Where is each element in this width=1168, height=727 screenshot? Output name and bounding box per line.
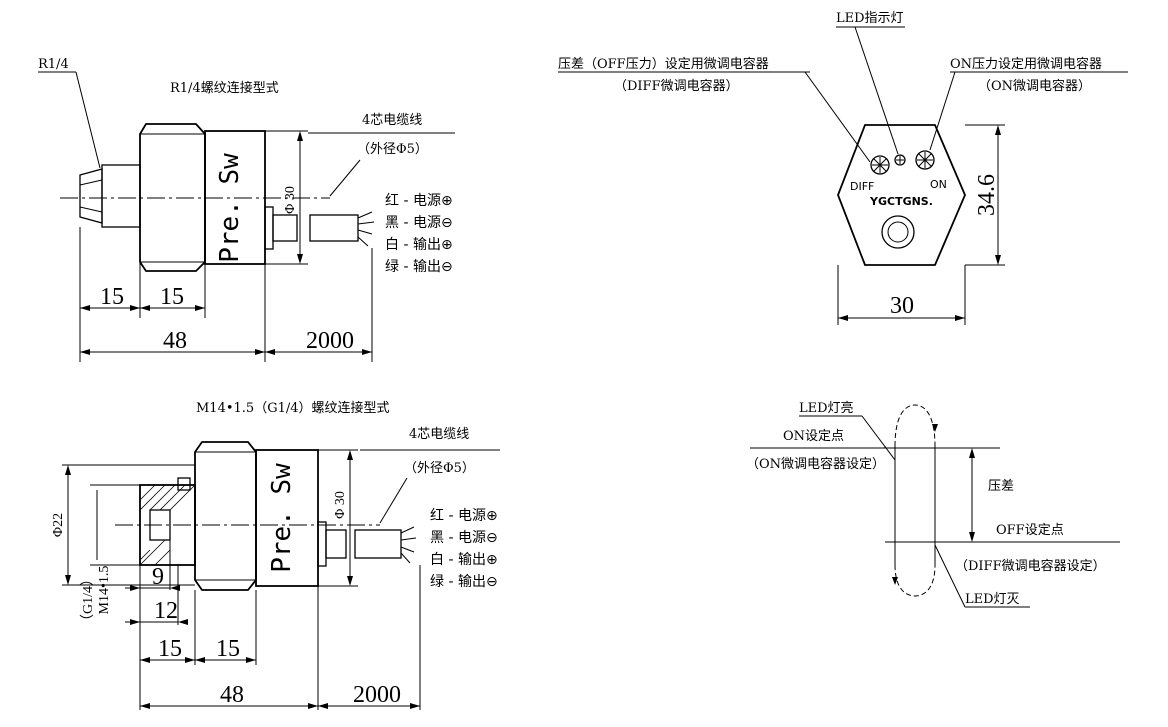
bottom-wire-white: 白 - 输出⊕ (430, 552, 498, 568)
bottom-title: M14•1.5（G1/4）螺纹连接型式 (196, 400, 390, 416)
diff-cap-label-2: （DIFF微调电容器） (614, 78, 739, 94)
top-wire-green: 绿 - 输出⊖ (385, 259, 453, 275)
diff-cap-label-1: 压差（OFF压力）设定用微调电容器 (558, 56, 769, 72)
top-dim-15a: 15 (100, 284, 124, 310)
diff-label: 压差 (988, 479, 1014, 494)
led-off-label: LED灯灭 (965, 592, 1020, 607)
diff-setting-label: （DIFF微调电容器设定） (955, 558, 1106, 574)
on-marking: ON (930, 178, 947, 191)
bottom-side-view: M14•1.5（G1/4）螺纹连接型式 Φ22 （G1/4） M14•1.5 (51, 400, 500, 710)
bottom-dim-15a: 15 (158, 636, 182, 662)
front-view: LED指示灯 压差（OFF压力）设定用微调电容器 （DIFF微调电容器） ON压… (558, 11, 1128, 325)
top-dim-2000: 2000 (306, 328, 354, 354)
bottom-dim-12: 12 (154, 598, 178, 624)
on-cap-label-1: ON压力设定用微调电容器 (950, 56, 1102, 72)
led-on-label: LED灯亮 (799, 400, 854, 416)
front-width-dim: 30 (890, 293, 914, 319)
bottom-dim-2000: 2000 (353, 682, 401, 708)
off-point-label: OFF设定点 (996, 523, 1064, 538)
top-body-text: Pre. Sw (215, 153, 245, 263)
top-thread-label: R1/4 (38, 57, 69, 72)
on-cap-label-2: （ON微调电容器） (978, 78, 1091, 94)
top-wire-red: 红 - 电源⊕ (385, 193, 453, 209)
top-phi30: Φ 30 (283, 186, 298, 214)
bottom-phi30: Φ 30 (333, 491, 348, 519)
top-cable-label: 4芯电缆线 (362, 112, 422, 128)
bottom-dim-15b: 15 (216, 636, 240, 662)
top-wire-black: 黑 - 电源⊖ (385, 215, 453, 231)
top-dim-48: 48 (163, 328, 187, 354)
bottom-cable-od: （外径Φ5） (404, 461, 475, 476)
top-wire-white: 白 - 输出⊕ (385, 237, 453, 253)
bottom-dim-48: 48 (220, 682, 244, 708)
on-point-label: ON设定点 (783, 429, 844, 444)
brand-logo: YGCTGNS. (869, 195, 933, 208)
bottom-thread-g14: （G1/4） (80, 572, 96, 628)
top-cable-od: （外径Φ5） (357, 142, 428, 157)
diff-marking: DIFF (850, 180, 874, 193)
bottom-cable-label: 4芯电缆线 (409, 426, 469, 442)
hysteresis-diagram: LED灯亮 ON设定点 （ON微调电容器设定） 压差 OFF设定点 （DIFF微… (746, 400, 1120, 608)
bottom-thread-m14: M14•1.5 (97, 566, 112, 615)
bottom-body-text: Pre. Sw (267, 463, 297, 573)
bottom-dim-9: 9 (152, 564, 164, 590)
bottom-wire-black: 黑 - 电源⊖ (430, 530, 498, 546)
top-side-view: R1/4 R1/4螺纹连接型式 Pre. Sw Φ 30 4芯电缆线 （外径Φ5… (38, 57, 455, 362)
bottom-wire-green: 绿 - 输出⊖ (430, 574, 498, 590)
front-height-dim: 34.6 (974, 174, 1000, 216)
led-indicator-label: LED指示灯 (836, 11, 904, 26)
bottom-wire-red: 红 - 电源⊕ (430, 508, 498, 524)
on-setting-label: （ON微调电容器设定） (746, 456, 885, 472)
top-dim-15b: 15 (160, 284, 184, 310)
bottom-phi22: Φ22 (51, 513, 66, 537)
top-title: R1/4螺纹连接型式 (170, 80, 279, 96)
